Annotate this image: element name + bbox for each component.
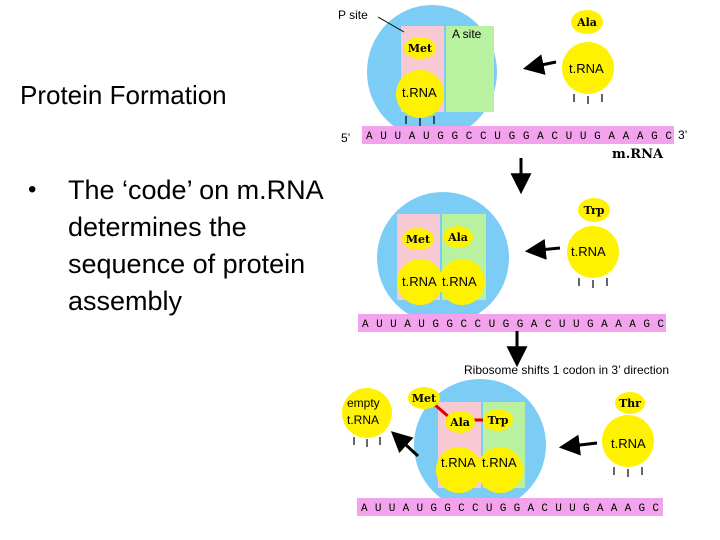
trna-bound-a bbox=[477, 447, 523, 493]
amino-acid-label: Trp bbox=[488, 414, 509, 427]
trna-incoming-1 bbox=[562, 42, 614, 94]
anticodon-legs bbox=[578, 278, 608, 288]
mrna-sequence: A U U A U G G C C U G G A C U U G A A A … bbox=[366, 131, 672, 143]
stage-3: t.RNA t.RNA Met Ala Trp empty t.RNA Thr … bbox=[342, 379, 663, 516]
anticodon-legs bbox=[353, 437, 381, 447]
stage-2: t.RNA t.RNA Met Ala Trp t.RNA A U U A U … bbox=[358, 192, 669, 377]
anticodon-legs bbox=[613, 467, 643, 477]
arrow-release bbox=[390, 431, 420, 458]
trna-bound-1 bbox=[396, 70, 444, 118]
five-prime-label: 5’ bbox=[341, 131, 350, 145]
bullet-symbol: • bbox=[28, 176, 37, 203]
amino-acid-ala bbox=[571, 10, 603, 34]
trna-label: t.RNA bbox=[442, 274, 477, 289]
amino-acid-label: Trp bbox=[584, 204, 605, 217]
a-site-label: A site bbox=[452, 27, 482, 41]
bullet-text: The ‘code’ on m.RNA determines the seque… bbox=[68, 175, 323, 316]
amino-acid-ala bbox=[445, 411, 475, 433]
amino-acid-met bbox=[408, 387, 440, 409]
stage-1: P site A site t.RNA Met Ala t.RNA A U U … bbox=[338, 5, 687, 195]
mrna-label: m.RNA bbox=[612, 147, 664, 162]
trna-label: t.RNA bbox=[482, 455, 517, 470]
arrow-incoming bbox=[524, 238, 561, 260]
mrna-strip-2 bbox=[358, 314, 666, 332]
arrow-incoming bbox=[558, 434, 598, 456]
mrna-strip-1 bbox=[362, 126, 674, 144]
amino-acid-label: Met bbox=[406, 233, 431, 246]
mrna-sequence: A U U A U G G C C U G G A C U U G A A A … bbox=[362, 319, 664, 331]
amino-acid-label: Met bbox=[412, 392, 437, 405]
slide-title: Protein Formation bbox=[20, 80, 227, 110]
trna-bound-p bbox=[436, 447, 482, 493]
trna-bound-p bbox=[397, 259, 443, 305]
p-site-pointer bbox=[377, 16, 405, 33]
anticodon-legs bbox=[405, 116, 435, 126]
three-prime-label: 3’ bbox=[678, 128, 687, 142]
amino-acid-ala bbox=[443, 226, 473, 248]
trna-bound-a bbox=[439, 259, 485, 305]
p-site-label: P site bbox=[338, 8, 368, 22]
trna-incoming-3 bbox=[602, 415, 654, 467]
anticodon-legs bbox=[573, 94, 603, 104]
trna-label: t.RNA bbox=[441, 455, 476, 470]
empty-trna-label: empty bbox=[347, 396, 380, 410]
trna-label: t.RNA bbox=[402, 274, 437, 289]
amino-acid-label: Ala bbox=[447, 231, 468, 244]
shift-caption: Ribosome shifts 1 codon in 3’ direction bbox=[464, 363, 669, 377]
amino-acid-label: Met bbox=[408, 42, 433, 55]
empty-trna-label: t.RNA bbox=[347, 413, 379, 427]
trna-label: t.RNA bbox=[402, 85, 437, 100]
trna-empty bbox=[342, 388, 392, 438]
trna-label: t.RNA bbox=[569, 61, 604, 76]
amino-acid-trp bbox=[483, 409, 513, 431]
mrna-strip-3 bbox=[357, 498, 663, 516]
amino-acid-met bbox=[402, 228, 434, 250]
amino-acid-label: Ala bbox=[449, 416, 470, 429]
amino-acid-met bbox=[404, 37, 436, 59]
trna-label: t.RNA bbox=[571, 244, 606, 259]
trna-label: t.RNA bbox=[611, 436, 646, 451]
arrow-incoming bbox=[522, 54, 557, 75]
amino-acid-trp bbox=[578, 198, 610, 222]
a-site-1 bbox=[446, 26, 494, 112]
amino-acid-label: Thr bbox=[619, 397, 641, 410]
mrna-sequence: A U U A U G G C C U G G A C U U G A A A … bbox=[361, 503, 659, 515]
amino-acid-thr bbox=[615, 392, 645, 414]
amino-acid-label: Ala bbox=[576, 16, 597, 29]
trna-incoming-2 bbox=[567, 226, 619, 278]
